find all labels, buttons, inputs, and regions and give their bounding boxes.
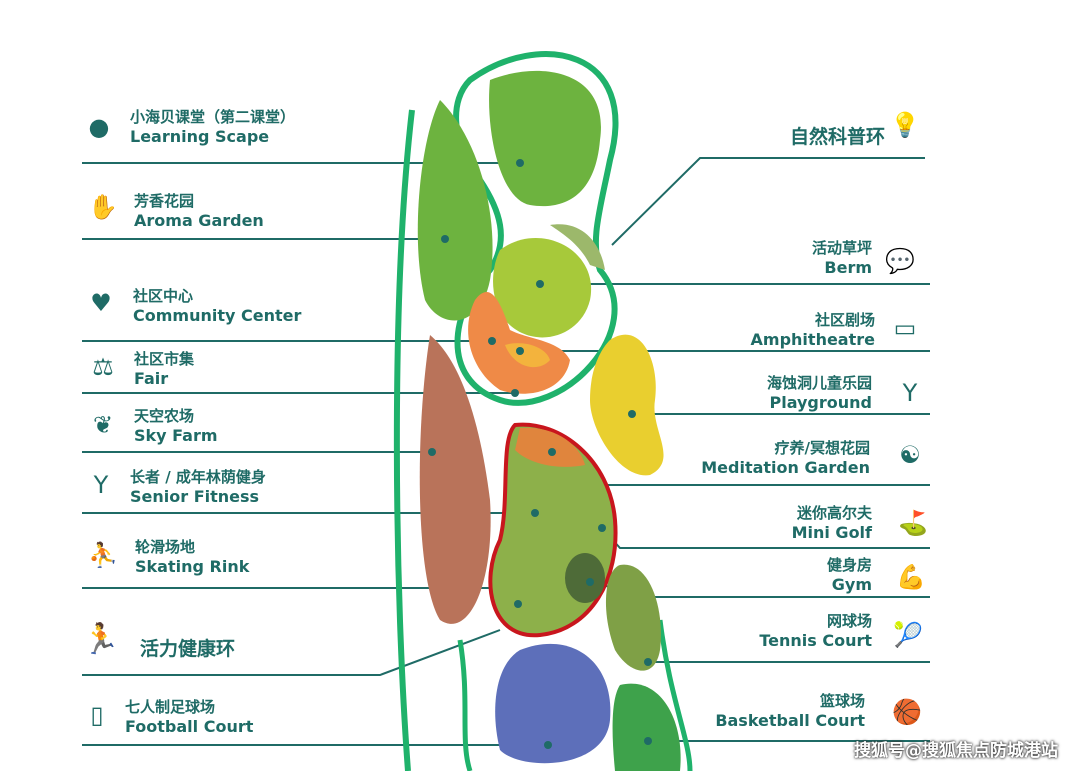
label-learning-scape: 小海贝课堂（第二课堂）Learning Scape — [130, 107, 295, 147]
zh-label: 轮滑场地 — [135, 538, 196, 556]
butterfly-hand-icon: ✋ — [88, 193, 118, 221]
zh-label: 芳香花园 — [134, 192, 195, 210]
zh-label: 健身房 — [826, 556, 872, 574]
en-label: Learning Scape — [130, 127, 270, 146]
head-icon: ● — [88, 113, 110, 141]
en-label: Basketball Court — [715, 711, 865, 730]
zh-label: 七人制足球场 — [125, 698, 216, 716]
en-label: Tennis Court — [759, 631, 872, 650]
football-court-area — [495, 643, 611, 764]
runner-icon: 🏃 — [82, 622, 120, 657]
en-label: Football Court — [125, 717, 254, 736]
nature-ring-path — [453, 51, 619, 406]
en-label: Meditation Garden — [701, 458, 870, 477]
zh-label: 小海贝课堂（第二课堂） — [130, 108, 296, 126]
en-label: Amphitheatre — [750, 330, 875, 349]
zh-label: 疗养/冥想花园 — [774, 439, 870, 457]
aroma-garden-area — [417, 100, 493, 321]
meditation-icon: ☯ — [899, 441, 921, 469]
fitness-person-icon: Y — [93, 471, 109, 499]
en-label: Community Center — [133, 306, 302, 325]
community-center-area — [468, 291, 570, 394]
amphitheatre-area — [505, 343, 550, 368]
zh-label: 社区中心 — [133, 287, 194, 305]
bicep-icon: 💪 — [896, 563, 926, 591]
sky-farm-area — [419, 335, 491, 624]
zh-label: 长者 / 成年林荫健身 — [130, 468, 266, 486]
tennis-racket-icon: 🎾 — [893, 621, 923, 649]
tennis-court-area — [605, 564, 661, 671]
zh-label: 社区市集 — [134, 350, 195, 368]
en-label: Aroma Garden — [134, 211, 264, 230]
football-field-icon: ▯ — [90, 701, 104, 729]
wheat-hand-icon: ❦ — [92, 411, 114, 439]
scales-icon: ⚖ — [92, 353, 114, 381]
basketball-court-area — [612, 683, 681, 771]
en-label: Playground — [769, 393, 872, 412]
zh-label: 社区剧场 — [814, 311, 875, 329]
zh-label: 天空农场 — [134, 407, 195, 425]
heart-pulse-icon: ♥ — [90, 289, 112, 317]
zh-label: 篮球场 — [819, 692, 865, 710]
label-nature-ring: 自然科普环 — [789, 126, 885, 148]
en-label: Mini Golf — [791, 523, 872, 542]
golfer-icon: ⛳ — [898, 509, 928, 537]
zh-label: 海蚀洞儿童乐园 — [766, 374, 872, 392]
skater-icon: ⛹ — [88, 541, 118, 569]
speech-bubbles-icon: 💬 — [885, 247, 915, 275]
en-label: Skating Rink — [135, 557, 250, 576]
zh-label: 迷你高尔夫 — [796, 504, 872, 522]
learning-scape-area — [489, 70, 601, 207]
child-ball-icon: Y — [902, 379, 918, 407]
screen-audience-icon: ▭ — [893, 314, 917, 342]
outer-ring-path — [393, 109, 415, 771]
lightbulb-icon: 💡 — [890, 111, 920, 139]
en-label: Sky Farm — [134, 426, 218, 445]
watermark: 搜狐号@搜狐焦点防城港站 — [854, 741, 1058, 761]
en-label: Berm — [824, 258, 872, 277]
en-label: Senior Fitness — [130, 487, 260, 506]
zh-label: 网球场 — [826, 612, 872, 630]
leader-mini-golf — [601, 527, 930, 549]
en-label: Gym — [831, 575, 872, 594]
label-health-ring: 活力健康环 — [140, 638, 236, 660]
playground-area — [590, 334, 664, 476]
basketball-icon: 🏀 — [892, 698, 922, 726]
leader-nature-ring — [611, 157, 925, 246]
en-label: Fair — [134, 369, 169, 388]
zh-label: 活动草坪 — [811, 239, 872, 257]
berm-area — [493, 238, 592, 338]
gym-area — [565, 553, 605, 603]
